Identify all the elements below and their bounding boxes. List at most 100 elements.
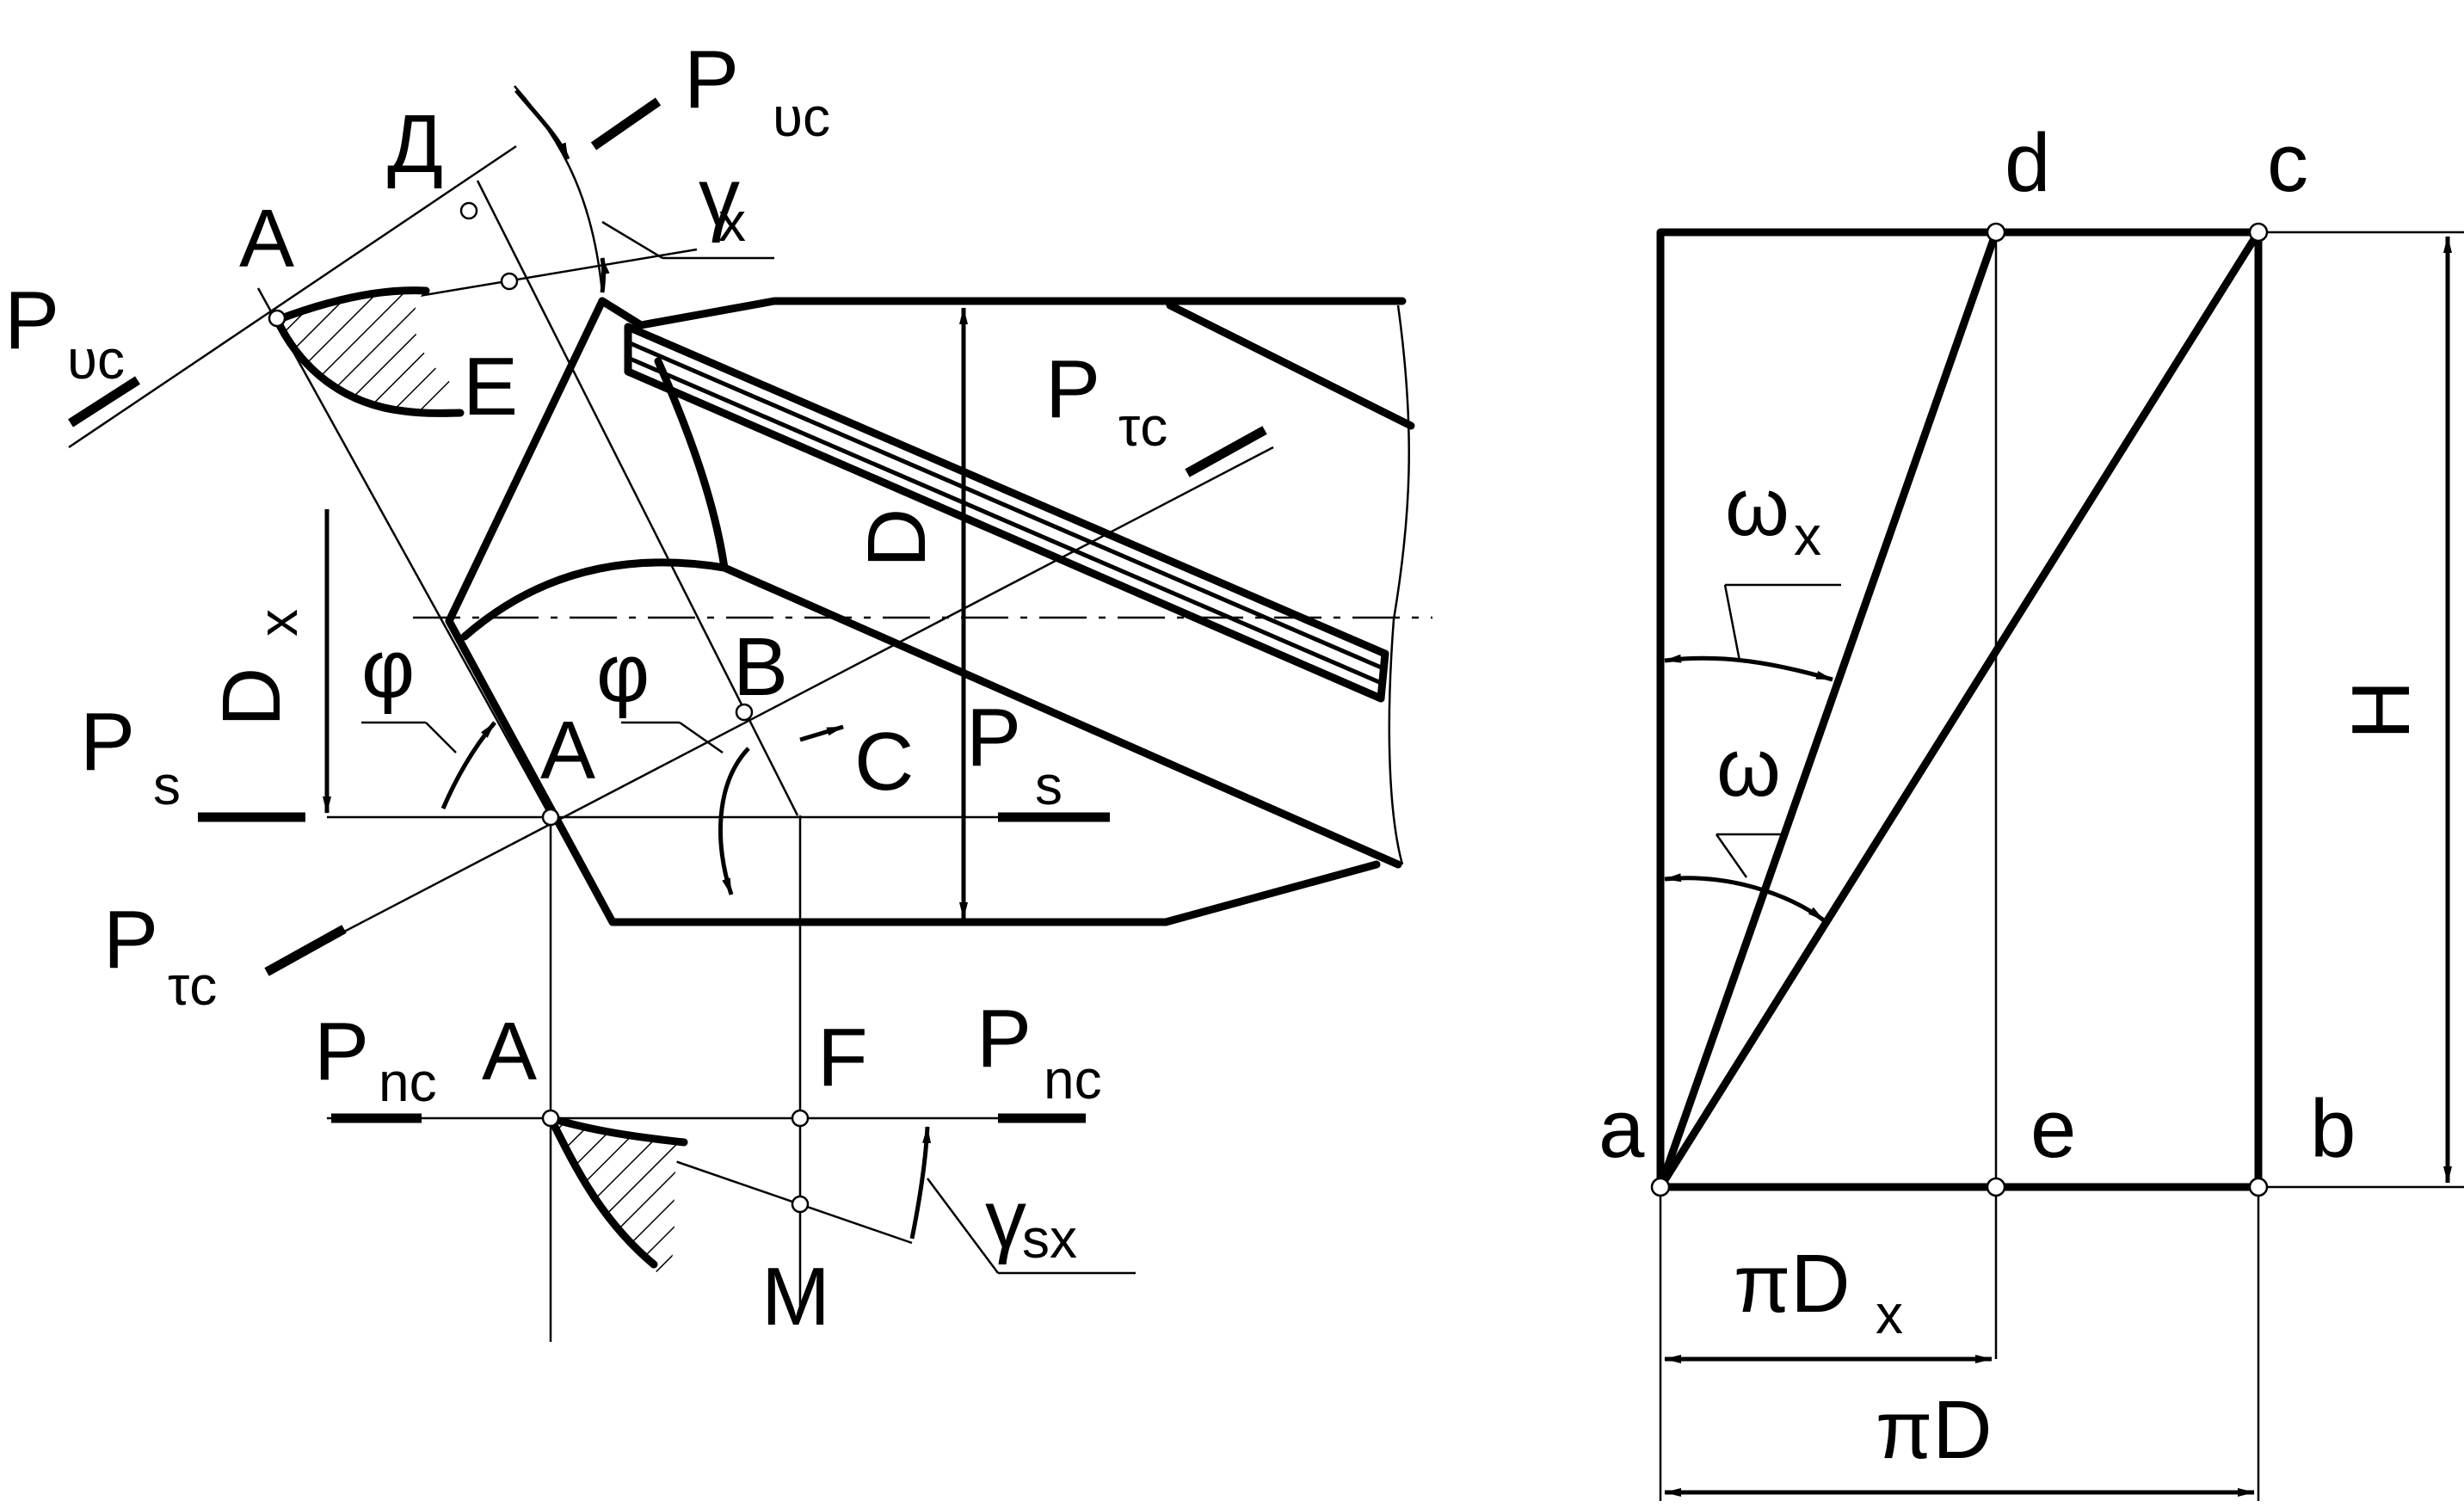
label-Dx-x: x — [247, 609, 309, 637]
section-Pnc-bottom — [546, 1114, 658, 1269]
label-Dx-D: D — [206, 667, 298, 727]
label-omega-x-sub: x — [1794, 505, 1821, 567]
label-gamma-x-sub: x — [718, 191, 746, 253]
label-B: B — [733, 621, 788, 713]
line-A-A — [256, 287, 552, 818]
point-M — [791, 1195, 810, 1214]
label-sub-vc-left: υc — [67, 329, 125, 391]
gamma-x-arrow-bot — [600, 257, 610, 293]
point-e — [1986, 1177, 2006, 1197]
label-sub-s-right: s — [1035, 754, 1063, 816]
label-piD: πD — [1876, 1384, 1993, 1476]
construction-lines — [68, 85, 1274, 1342]
label-P-tc-left: P — [103, 894, 158, 986]
drill-outline — [445, 297, 1415, 926]
section-Pnc-hatched — [551, 1118, 684, 1275]
gamma-sx-arc — [909, 1126, 932, 1239]
label-piDx: πD — [1734, 1238, 1851, 1330]
phi-arc-right — [718, 747, 750, 895]
point-A-mid — [541, 808, 560, 827]
label-omega-x: ω — [1725, 461, 1789, 553]
label-sub-nc-left: nc — [379, 1051, 437, 1113]
development-rectangle — [1656, 228, 2263, 1191]
flute-curve-lower — [460, 558, 729, 641]
label-E: E — [463, 341, 518, 433]
point-c — [2248, 222, 2269, 243]
omega-leader — [1715, 833, 1748, 878]
label-A-mid: A — [540, 704, 595, 797]
label-gamma-sx: γ — [985, 1173, 1026, 1265]
label-P-vc-top: P — [684, 34, 739, 126]
margin-strip-2 — [627, 340, 1386, 672]
label-A-bottom: A — [482, 1006, 537, 1098]
drill-tip-view: P υc Д A γ x P υc E P τc D D x φ φ B C P… — [4, 34, 1432, 1343]
label-D-cyr: Д — [387, 98, 443, 190]
margin-strip-1 — [624, 323, 1389, 658]
point-A-bottom — [541, 1109, 560, 1128]
point-d — [1986, 222, 2006, 243]
line-a-d — [1656, 228, 2000, 1191]
label-A-top: A — [239, 193, 294, 285]
label-D: D — [851, 508, 943, 568]
section-Pvc-top — [273, 286, 430, 324]
lip-outline-lower — [445, 297, 1381, 926]
top-edge — [598, 297, 1407, 329]
phi-leader-2 — [679, 721, 724, 754]
label-phi-right: φ — [596, 627, 650, 719]
arc-c-arrow — [799, 724, 844, 742]
margin-strip-4 — [624, 367, 1385, 703]
label-F: F — [817, 1012, 868, 1104]
omega-x-leader — [1723, 584, 1741, 661]
label-sub-s-left: s — [153, 754, 181, 816]
label-b: b — [2310, 1083, 2356, 1175]
point-A-top — [268, 309, 286, 328]
label-P-vc-left: P — [4, 274, 59, 366]
gamma-x-leader — [601, 220, 663, 260]
label-P-s-right: P — [966, 692, 1021, 784]
Pvc-marker-left — [68, 376, 140, 427]
margin-strip-end-right — [1377, 649, 1389, 703]
label-gamma-x: γ — [699, 151, 740, 243]
break-line — [1388, 304, 1410, 865]
section-Pvc-hatched — [277, 290, 453, 413]
section-Pnc-top — [546, 1114, 688, 1147]
gamma-sx-leader — [926, 1178, 1000, 1274]
point-B — [735, 703, 754, 722]
arc-gamma-x — [514, 85, 604, 293]
phi-arc-left — [440, 721, 496, 809]
helix-development: d c a e b H ω x ω πD x πD — [1599, 117, 2464, 1501]
margin-strip-3 — [627, 355, 1386, 687]
plane-Ptc-line — [266, 446, 1274, 974]
label-sub-tc-left: τc — [168, 955, 217, 1017]
label-gamma-sx-sub: sx — [1022, 1208, 1077, 1270]
label-sub-tc-top: τc — [1118, 396, 1167, 458]
label-piDx-sub: x — [1876, 1283, 1903, 1345]
label-P-tc-top: P — [1045, 343, 1100, 435]
label-a: a — [1599, 1083, 1645, 1175]
omega-arc — [1664, 873, 1826, 923]
label-P-s-left: P — [80, 696, 135, 788]
section-Pvc-bottom — [273, 316, 465, 417]
flute-edge-right — [1166, 301, 1415, 430]
plane-Pvc-line — [68, 145, 517, 449]
point-E-top — [500, 272, 519, 291]
Ptc-marker-left — [264, 925, 347, 976]
label-M: M — [761, 1251, 830, 1343]
label-c: c — [2267, 117, 2308, 209]
plane-markers — [68, 97, 1267, 1123]
point-b — [2248, 1177, 2269, 1197]
Pvc-marker-top — [590, 97, 662, 151]
point-F — [791, 1109, 810, 1128]
label-omega: ω — [1716, 722, 1781, 814]
phi-leader — [425, 722, 457, 754]
Ptc-marker-top — [1185, 426, 1267, 477]
label-P-nc-left: P — [314, 1006, 369, 1098]
label-C: C — [854, 716, 914, 808]
label-phi-left: φ — [361, 623, 415, 715]
label-sub-vc-top: υc — [773, 86, 830, 148]
label-e: e — [2030, 1083, 2076, 1175]
gamma-x-arrow-top — [514, 89, 570, 160]
label-P-nc-right: P — [976, 993, 1032, 1085]
label-sub-nc-right: nc — [1044, 1049, 1102, 1110]
